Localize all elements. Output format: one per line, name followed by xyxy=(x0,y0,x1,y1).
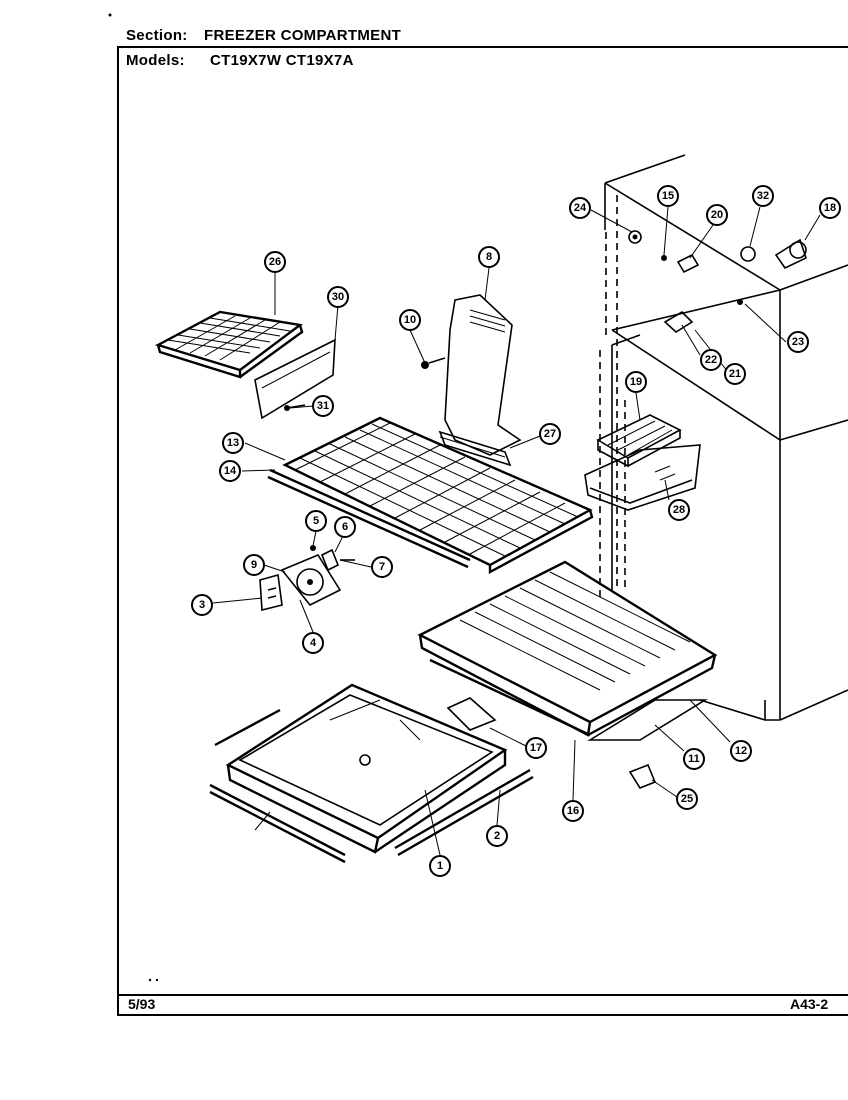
shelf-frame-part-12 xyxy=(417,560,718,737)
svg-text:1: 1 xyxy=(437,860,443,872)
callout-28: 28 xyxy=(668,499,690,521)
svg-text:27: 27 xyxy=(544,428,556,440)
air-duct-part-8 xyxy=(438,294,522,467)
svg-text:14: 14 xyxy=(224,465,237,477)
fan-motor-assembly xyxy=(259,545,355,612)
callout-17: 17 xyxy=(525,737,547,759)
gasket-part-2 xyxy=(394,768,534,857)
svg-text:10: 10 xyxy=(404,314,416,326)
svg-text:15: 15 xyxy=(662,190,674,202)
callout-3: 3 xyxy=(191,594,213,616)
shelf-bracket-part-30 xyxy=(254,338,336,420)
callout-20: 20 xyxy=(706,204,728,226)
bracket-part-25 xyxy=(628,763,657,789)
callout-31: 31 xyxy=(312,395,334,417)
svg-text:23: 23 xyxy=(792,336,804,348)
leader-lines xyxy=(212,206,821,856)
callout-30: 30 xyxy=(327,286,349,308)
cover-plate-part-11 xyxy=(587,699,708,741)
section-title: FREEZER COMPARTMENT xyxy=(204,27,402,44)
callout-10: 10 xyxy=(399,309,421,331)
svg-text:3: 3 xyxy=(199,599,205,611)
print-speck xyxy=(155,978,159,982)
callout-5: 5 xyxy=(305,510,327,532)
callout-16: 16 xyxy=(562,800,584,822)
screw-part-10 xyxy=(421,357,446,369)
ice-bucket-part-28 xyxy=(584,444,701,511)
callout-24: 24 xyxy=(569,197,591,219)
print-speck xyxy=(148,978,152,982)
callout-12: 12 xyxy=(730,740,752,762)
footer-divider xyxy=(117,994,848,996)
callout-25: 25 xyxy=(676,788,698,810)
diagram-frame xyxy=(117,46,848,1016)
callout-11: 11 xyxy=(683,748,705,770)
svg-text:24: 24 xyxy=(574,202,587,214)
drawer-part-1 xyxy=(225,683,508,854)
svg-text:31: 31 xyxy=(317,400,329,412)
callout-2: 2 xyxy=(486,825,508,847)
svg-text:21: 21 xyxy=(729,368,741,380)
control-parts xyxy=(628,230,807,333)
svg-text:25: 25 xyxy=(681,793,693,805)
svg-text:18: 18 xyxy=(824,202,836,214)
svg-text:19: 19 xyxy=(630,376,642,388)
svg-text:2: 2 xyxy=(494,830,500,842)
shelf-rail-part-14 xyxy=(267,468,471,569)
svg-text:5: 5 xyxy=(313,515,319,527)
gasket-part-29 xyxy=(209,783,346,864)
svg-text:12: 12 xyxy=(735,745,747,757)
svg-text:6: 6 xyxy=(342,521,348,533)
svg-text:4: 4 xyxy=(310,637,317,649)
callout-14: 14 xyxy=(219,460,241,482)
callout-19: 19 xyxy=(625,371,647,393)
callout-18: 18 xyxy=(819,197,841,219)
callout-1: 1 xyxy=(429,855,451,877)
callout-27: 27 xyxy=(539,423,561,445)
callout-8: 8 xyxy=(478,246,500,268)
footer-date: 5/93 xyxy=(128,996,156,1012)
svg-text:7: 7 xyxy=(379,561,385,573)
callout-7: 7 xyxy=(371,556,393,578)
callout-4: 4 xyxy=(302,632,324,654)
callout-21: 21 xyxy=(724,363,746,385)
callout-32: 32 xyxy=(752,185,774,207)
callout-23: 23 xyxy=(787,331,809,353)
svg-text:16: 16 xyxy=(567,805,579,817)
svg-text:30: 30 xyxy=(332,291,344,303)
drawer-cover-part-17 xyxy=(446,697,497,731)
section-label: Section: xyxy=(126,27,188,44)
ice-tray-part-19 xyxy=(596,414,682,468)
svg-text:20: 20 xyxy=(711,209,723,221)
footer-page-code: A43-2 xyxy=(790,996,829,1012)
svg-text:26: 26 xyxy=(269,256,281,268)
svg-text:9: 9 xyxy=(251,559,257,571)
callout-9: 9 xyxy=(243,554,265,576)
models-list: CT19X7W CT19X7A xyxy=(210,52,354,69)
callout-13: 13 xyxy=(222,432,244,454)
svg-text:17: 17 xyxy=(530,742,542,754)
wire-shelf-part-13 xyxy=(282,416,594,575)
svg-text:32: 32 xyxy=(757,190,769,202)
svg-text:22: 22 xyxy=(705,354,717,366)
callout-26: 26 xyxy=(264,251,286,273)
svg-text:28: 28 xyxy=(673,504,685,516)
models-label: Models: xyxy=(126,52,185,69)
svg-text:13: 13 xyxy=(227,437,239,449)
callout-22: 22 xyxy=(700,349,722,371)
callout-15: 15 xyxy=(657,185,679,207)
svg-text:8: 8 xyxy=(486,251,492,263)
print-speck xyxy=(108,13,112,17)
svg-text:11: 11 xyxy=(688,753,700,765)
wire-shelf-part-26 xyxy=(154,310,304,379)
callout-6: 6 xyxy=(334,516,356,538)
cabinet-outline xyxy=(599,154,848,721)
rail-part-16 xyxy=(429,658,591,737)
gasket-upper xyxy=(214,708,281,747)
